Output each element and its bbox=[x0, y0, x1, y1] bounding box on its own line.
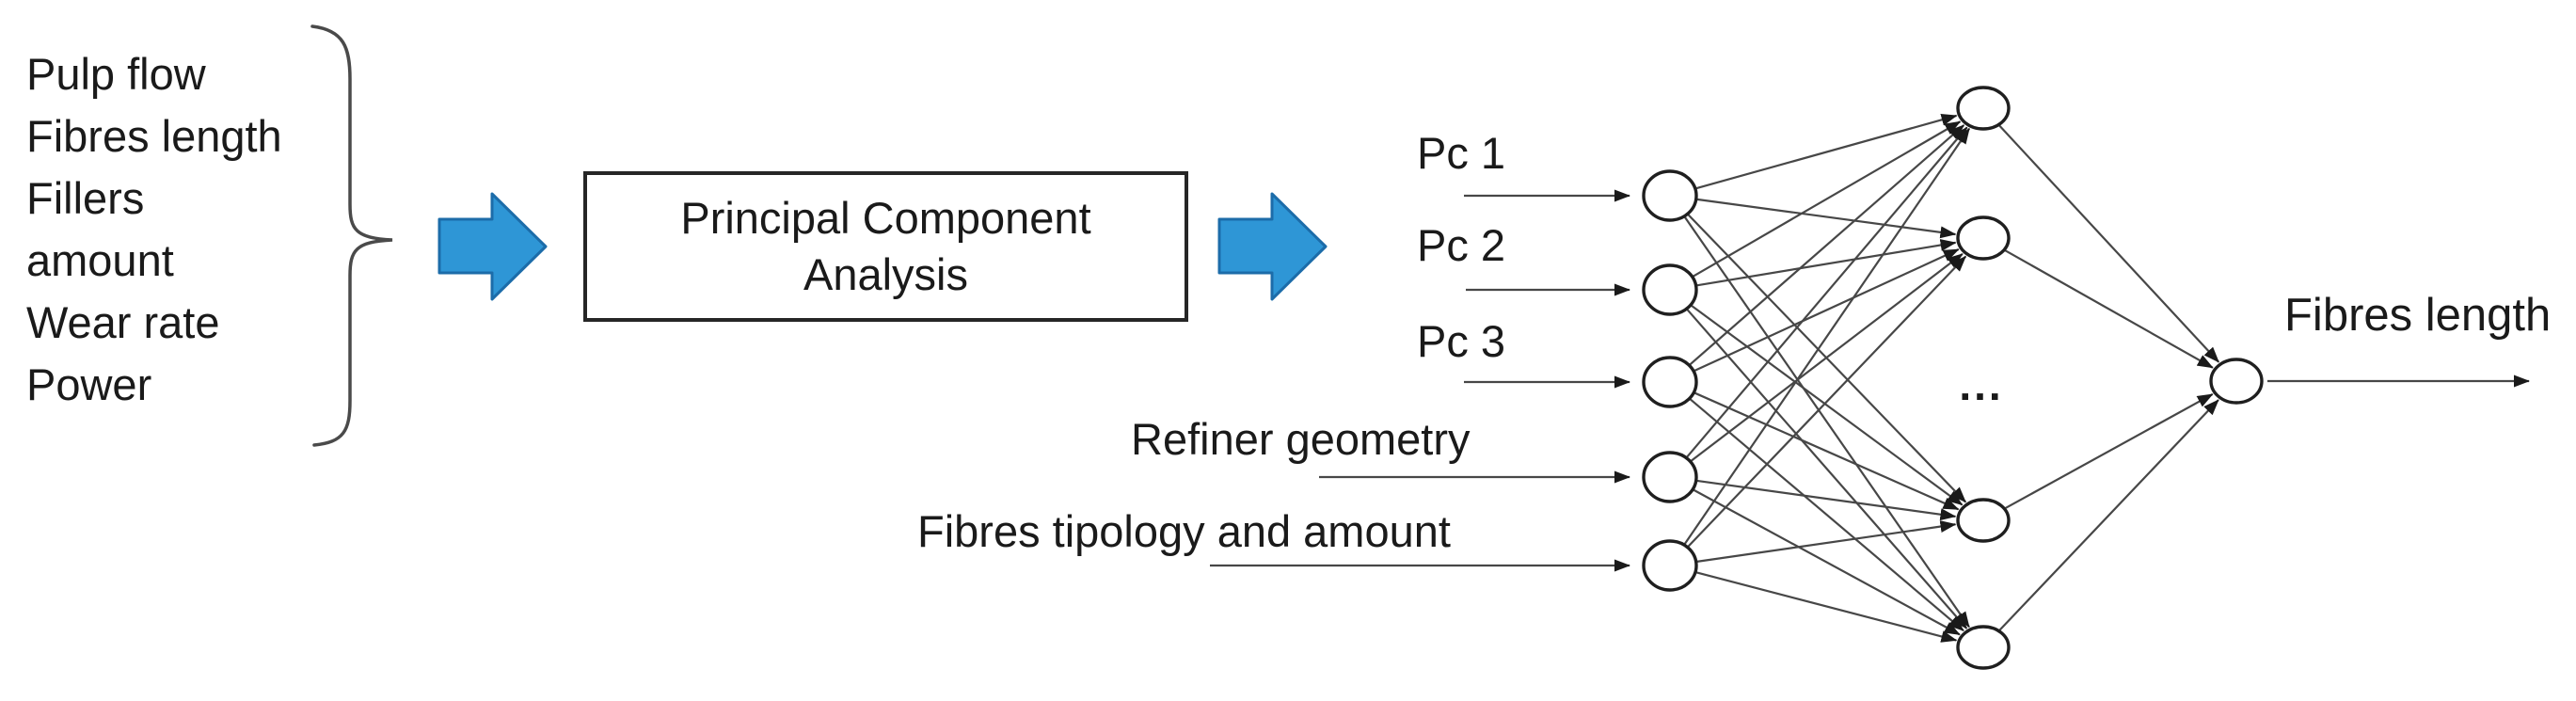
edge-input-hidden bbox=[1691, 304, 1964, 506]
edge-input-hidden bbox=[1695, 113, 1958, 190]
pca-box-title-line2: Analysis bbox=[803, 249, 968, 299]
input-label-refiner-geometry: Refiner geometry bbox=[1131, 414, 1471, 464]
pca-box: Principal Component Analysis bbox=[583, 171, 1188, 322]
edge-input-hidden bbox=[1686, 126, 1968, 458]
list-item: Fibres length bbox=[26, 111, 282, 161]
input-label-pc1: Pc 1 bbox=[1417, 128, 1506, 178]
edge-input-hidden bbox=[1693, 488, 1961, 636]
edge-input-hidden bbox=[1687, 255, 1967, 548]
input-node bbox=[1642, 263, 1698, 316]
input-label-pc3: Pc 3 bbox=[1417, 316, 1506, 366]
output-node bbox=[2209, 358, 2264, 405]
hidden-layer-ellipsis: ... bbox=[1959, 360, 2004, 409]
input-label-fibres-tipology: Fibres tipology and amount bbox=[917, 506, 1451, 556]
edge-hidden-output bbox=[2004, 249, 2214, 369]
edge-input-hidden bbox=[1696, 239, 1957, 287]
edge-input-hidden bbox=[1693, 120, 1962, 278]
flow-arrow-right-icon bbox=[1217, 192, 1328, 301]
input-variable-list: Pulp flow Fibres length Fillers amount W… bbox=[26, 43, 282, 416]
list-item: Pulp flow bbox=[26, 49, 206, 99]
input-node bbox=[1642, 169, 1698, 222]
neural-network bbox=[1210, 86, 2530, 670]
pca-box-title-line1: Principal Component bbox=[680, 193, 1091, 243]
edge-hidden-output bbox=[2004, 392, 2214, 510]
edge-input-hidden bbox=[1696, 198, 1957, 239]
edge-hidden-output bbox=[1998, 399, 2219, 631]
left-brace-icon bbox=[310, 24, 393, 447]
flow-arrow-left-icon bbox=[437, 192, 548, 301]
list-item: Power bbox=[26, 359, 152, 409]
edge-input-hidden bbox=[1693, 391, 1960, 511]
edge-input-hidden bbox=[1686, 309, 1968, 629]
input-node bbox=[1642, 356, 1698, 408]
edge-input-hidden bbox=[1689, 398, 1964, 632]
edge-hidden-output bbox=[1998, 124, 2220, 363]
hidden-node bbox=[1956, 215, 2011, 261]
hidden-node bbox=[1956, 625, 2011, 670]
edge-input-hidden bbox=[1696, 520, 1957, 563]
edge-input-hidden bbox=[1693, 248, 1960, 373]
list-item: amount bbox=[26, 235, 174, 285]
list-item: Wear rate bbox=[26, 297, 220, 347]
edge-input-hidden bbox=[1689, 124, 1965, 366]
edge-input-hidden bbox=[1683, 127, 1971, 545]
list-item: Fillers bbox=[26, 173, 145, 223]
input-node bbox=[1642, 539, 1698, 592]
hidden-node bbox=[1956, 86, 2011, 131]
edge-input-hidden bbox=[1696, 479, 1957, 521]
hidden-node bbox=[1956, 498, 2011, 543]
output-label: Fibres length bbox=[2284, 290, 2552, 341]
input-node bbox=[1642, 451, 1698, 503]
edge-input-hidden bbox=[1683, 216, 1970, 629]
edge-input-hidden bbox=[1695, 571, 1958, 643]
edge-input-hidden bbox=[1690, 252, 1964, 462]
input-label-pc2: Pc 2 bbox=[1417, 220, 1506, 270]
